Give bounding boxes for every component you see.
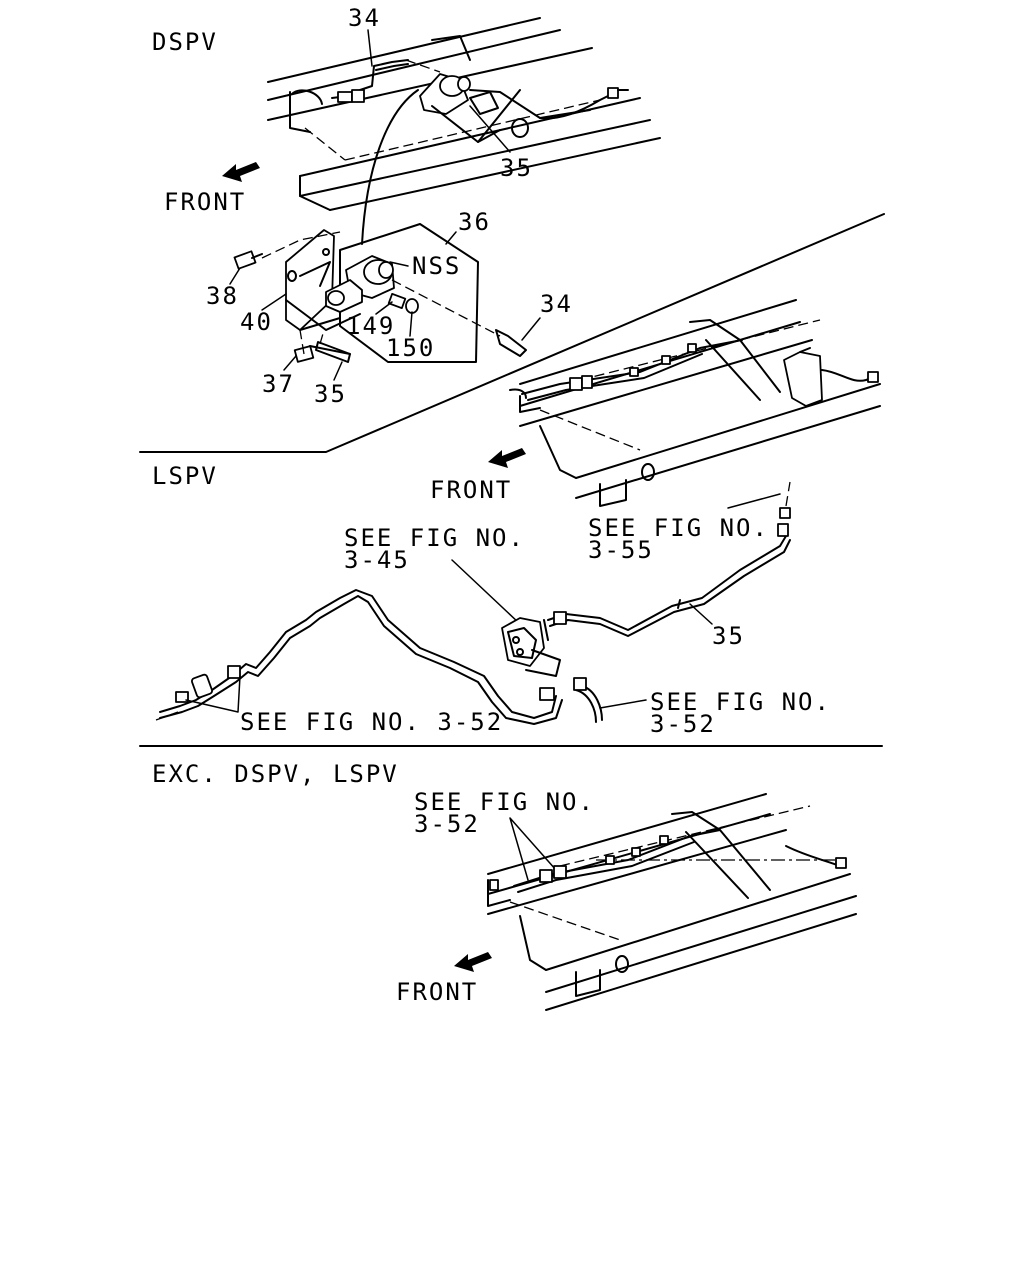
exc-front-indicator: FRONT xyxy=(396,952,492,1006)
leader-35-top xyxy=(469,105,511,153)
callout-35-top: 35 xyxy=(500,154,533,182)
lspv-section: LSPV FRONT SEE FIG NO. 3-55 SEE FIG NO. … xyxy=(139,448,883,747)
see-fig-3-52-right-line1: SEE FIG NO. xyxy=(650,688,831,716)
dspv-valve-upper xyxy=(419,73,521,143)
callout-150: 150 xyxy=(386,334,435,362)
dspv-divider xyxy=(139,213,885,453)
front-arrow-icon xyxy=(454,952,492,972)
leader-nss xyxy=(389,261,409,267)
leader-3-45 xyxy=(451,559,521,625)
dspv-frame-right xyxy=(509,299,881,507)
exc-front-label: FRONT xyxy=(396,978,478,1006)
leader-35-lower xyxy=(333,361,343,381)
leader-3-52-right xyxy=(599,699,647,709)
dspv-front-indicator: FRONT xyxy=(164,162,260,216)
dspv-frame xyxy=(267,17,661,211)
see-fig-3-45-line2: 3-45 xyxy=(344,546,410,574)
dspv-detail-arrow xyxy=(361,89,419,245)
callout-40: 40 xyxy=(240,308,273,336)
see-fig-3-45-line1: SEE FIG NO. xyxy=(344,524,525,552)
leader-exc-3-52 xyxy=(509,817,557,881)
leader-40 xyxy=(261,293,287,311)
leader-38 xyxy=(229,267,241,285)
callout-36: 36 xyxy=(458,208,491,236)
callout-149: 149 xyxy=(346,312,395,340)
dspv-valve-detail xyxy=(233,223,527,363)
lspv-front-indicator: FRONT xyxy=(430,448,526,504)
dspv-section: DSPV xyxy=(139,4,885,507)
leader-3-52-left xyxy=(185,675,241,713)
leader-149 xyxy=(375,301,393,315)
callout-35-lower: 35 xyxy=(314,380,347,408)
callout-nss: NSS xyxy=(412,252,461,280)
leader-150 xyxy=(409,311,413,337)
see-fig-3-52-left: SEE FIG NO. 3-52 xyxy=(240,708,503,736)
callout-34-lower: 34 xyxy=(540,290,573,318)
leader-34-lower xyxy=(521,317,541,341)
see-fig-3-55-line2: 3-55 xyxy=(588,536,654,564)
exc-frame xyxy=(487,793,857,1011)
exc-see-fig-line1: SEE FIG NO. xyxy=(414,788,595,816)
exc-see-fig-line2: 3-52 xyxy=(414,810,480,838)
callout-38: 38 xyxy=(206,282,239,310)
exc-title: EXC. DSPV, LSPV xyxy=(152,760,399,788)
dspv-brake-line-34 xyxy=(331,59,629,120)
callout-37: 37 xyxy=(262,370,295,398)
see-fig-3-52-right-line2: 3-52 xyxy=(650,710,716,738)
leader-34-top xyxy=(367,29,373,67)
dspv-front-label: FRONT xyxy=(164,188,246,216)
lspv-title: LSPV xyxy=(152,462,218,490)
front-arrow-icon xyxy=(222,162,260,182)
leader-36 xyxy=(445,231,457,245)
dspv-title: DSPV xyxy=(152,28,218,56)
callout-34-top: 34 xyxy=(348,4,381,32)
exc-section: EXC. DSPV, LSPV SEE FIG NO. 3-52 xyxy=(152,760,857,1011)
leader-37 xyxy=(283,355,297,371)
lspv-brake-lines xyxy=(155,481,791,725)
callout-35-lspv: 35 xyxy=(712,622,745,650)
lspv-front-label: FRONT xyxy=(430,476,512,504)
see-fig-3-55-line1: SEE FIG NO. xyxy=(588,514,769,542)
front-arrow-icon xyxy=(488,448,526,468)
leader-3-55 xyxy=(727,493,781,509)
leader-35-lspv xyxy=(689,603,713,625)
